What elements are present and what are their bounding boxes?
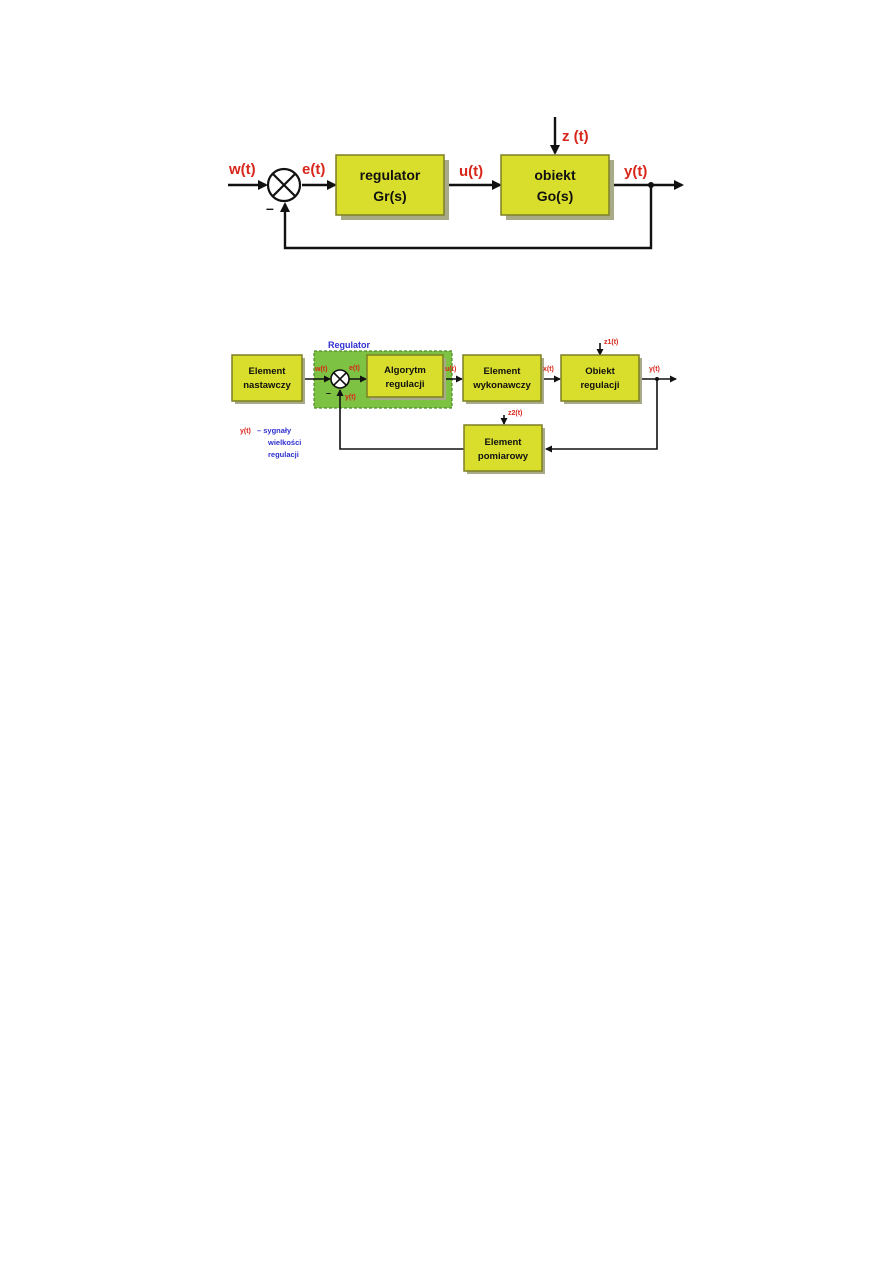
measuring-element-block: [463, 424, 543, 472]
legend: y(t) – sygnały wielkości regulacji: [240, 426, 301, 459]
actuator-label-2: wykonawczy: [472, 380, 531, 391]
legend-line-1: – sygnały: [257, 426, 292, 435]
branch-point: [648, 182, 654, 188]
regulator-title: regulator: [360, 167, 421, 183]
label-u2: u(t): [445, 366, 456, 373]
wire-measure-to-sum: [336, 389, 464, 450]
wire-output-to-measure: [545, 379, 658, 453]
algorithm-block: [366, 354, 444, 398]
algorithm-label-2: regulacji: [385, 379, 424, 390]
object-transfer-function: Go(s): [537, 188, 574, 204]
actuator-label-1: Element: [484, 366, 522, 377]
setpoint-element-block: [231, 354, 303, 402]
label-u: u(t): [459, 163, 483, 180]
object-block: [500, 154, 610, 216]
label-z1: z1(t): [604, 339, 618, 346]
label-w2: w(t): [314, 366, 327, 373]
setpoint-label-1: Element: [249, 366, 287, 377]
algorithm-label-1: Algorytm: [384, 365, 426, 376]
wire-feedback: [280, 185, 653, 250]
regulator-transfer-function: Gr(s): [373, 188, 406, 204]
object-label-1: Obiekt: [585, 366, 615, 377]
label-y-feedback: y(t): [345, 394, 356, 401]
actuator-block: [462, 354, 542, 402]
regulator-group-label: Regulator: [328, 340, 371, 350]
object-title: obiekt: [534, 167, 576, 183]
branch-point-2: [655, 377, 659, 381]
label-e2: e(t): [349, 365, 360, 372]
object-regulation-block: [560, 354, 640, 402]
label-z2: z2(t): [508, 410, 522, 417]
summing-junction-2: [330, 369, 350, 389]
minus-sign-2: –: [326, 388, 331, 398]
label-w: w(t): [228, 161, 256, 178]
legend-line-3: regulacji: [268, 450, 299, 459]
label-x: x(t): [543, 366, 554, 373]
summing-junction: [266, 167, 302, 203]
measure-label-2: pomiarowy: [478, 451, 529, 462]
object-label-2: regulacji: [580, 380, 619, 391]
minus-sign: –: [266, 200, 274, 216]
label-y: y(t): [624, 163, 647, 180]
measure-label-1: Element: [485, 437, 523, 448]
label-y2: y(t): [649, 366, 660, 373]
label-z: z (t): [562, 128, 589, 145]
setpoint-label-2: nastawczy: [243, 380, 291, 391]
label-e: e(t): [302, 161, 325, 178]
diagram-control-system-detailed: Regulator Element nastawczy Algor: [231, 339, 677, 474]
legend-line-2: wielkości: [267, 438, 301, 447]
diagram-closed-loop-basic: regulator Gr(s) obiekt Go(s) w(t) e(t) u…: [228, 117, 684, 250]
regulator-block: [335, 154, 445, 216]
legend-symbol: y(t): [240, 428, 251, 435]
